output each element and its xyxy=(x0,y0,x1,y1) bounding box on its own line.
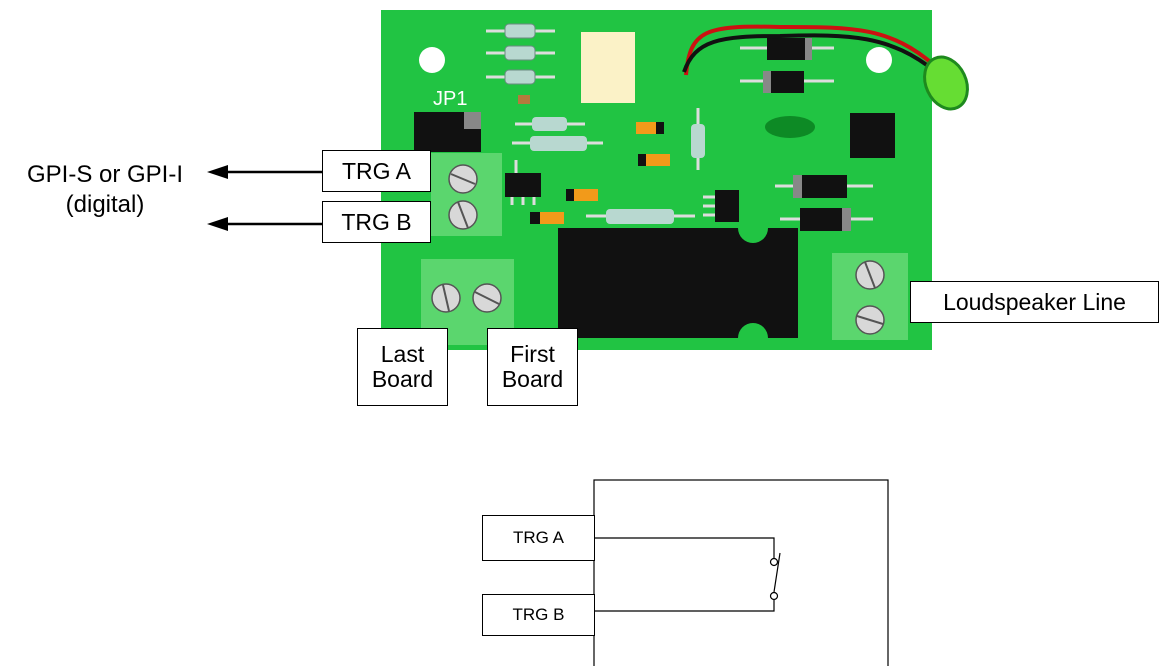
screw-terminal xyxy=(472,283,502,313)
resistor xyxy=(530,136,587,151)
integrated-circuit xyxy=(558,228,798,338)
first-board-line2: Board xyxy=(501,366,564,392)
gpi-label: GPI-S or GPI-I (digital) xyxy=(10,160,200,220)
resistor xyxy=(691,124,705,158)
schematic-trg-a-label: TRG A xyxy=(482,515,595,561)
wire-black xyxy=(682,33,938,74)
wire-trg-b xyxy=(594,600,775,612)
mounting-hole-left xyxy=(419,47,445,73)
resistor xyxy=(504,69,536,85)
screw-terminal xyxy=(448,200,478,230)
jp1-jumper xyxy=(414,112,481,152)
led xyxy=(923,55,969,111)
trg-a-label: TRG A xyxy=(322,150,431,192)
gpi-label-line2: (digital) xyxy=(65,191,145,218)
switch-symbol xyxy=(769,552,781,601)
trg-b-label: TRG B xyxy=(322,201,431,243)
screw-terminal xyxy=(448,164,478,194)
smd-component xyxy=(530,212,564,224)
screw-terminal xyxy=(855,305,885,335)
smd-component xyxy=(638,154,670,166)
diode xyxy=(780,208,873,231)
dark-green-pad xyxy=(765,116,815,138)
trg-terminal-block xyxy=(431,153,502,236)
diode xyxy=(740,71,834,93)
resistor xyxy=(606,209,674,224)
cream-component xyxy=(581,32,635,103)
resistor xyxy=(532,117,567,131)
circuit-board: JP1 xyxy=(381,10,969,350)
last-board-line1: Last xyxy=(380,341,425,368)
smd-component xyxy=(636,122,664,134)
diode xyxy=(775,175,873,198)
resistor xyxy=(504,23,536,39)
last-board-line2: Board xyxy=(371,366,434,392)
gpi-arrow-b xyxy=(207,217,322,231)
loudspeaker-line-label: Loudspeaker Line xyxy=(910,281,1159,323)
mounting-hole-right xyxy=(866,47,892,73)
wire-red xyxy=(684,24,937,76)
screw-terminal xyxy=(855,260,885,290)
jp1-label: JP1 xyxy=(433,88,467,110)
gpi-arrow-a xyxy=(207,165,322,179)
gpi-label-line1: GPI-S or GPI-I xyxy=(26,161,184,188)
first-board-label: First Board xyxy=(487,328,578,406)
schematic-box xyxy=(593,479,889,666)
black-square-component xyxy=(850,113,895,158)
smd-component xyxy=(566,189,598,201)
diode xyxy=(740,38,834,60)
schematic-trg-b-label: TRG B xyxy=(482,594,595,636)
transistor xyxy=(703,190,739,222)
first-board-line1: First xyxy=(510,341,555,368)
loudspeaker-terminal-block xyxy=(832,253,908,340)
trigger-schematic xyxy=(593,479,889,666)
transistor xyxy=(505,160,541,205)
last-board-label: Last Board xyxy=(357,328,448,406)
small-brown-component xyxy=(518,95,530,104)
wire-trg-a xyxy=(594,537,775,558)
resistor xyxy=(504,45,536,61)
screw-terminal xyxy=(431,283,461,313)
